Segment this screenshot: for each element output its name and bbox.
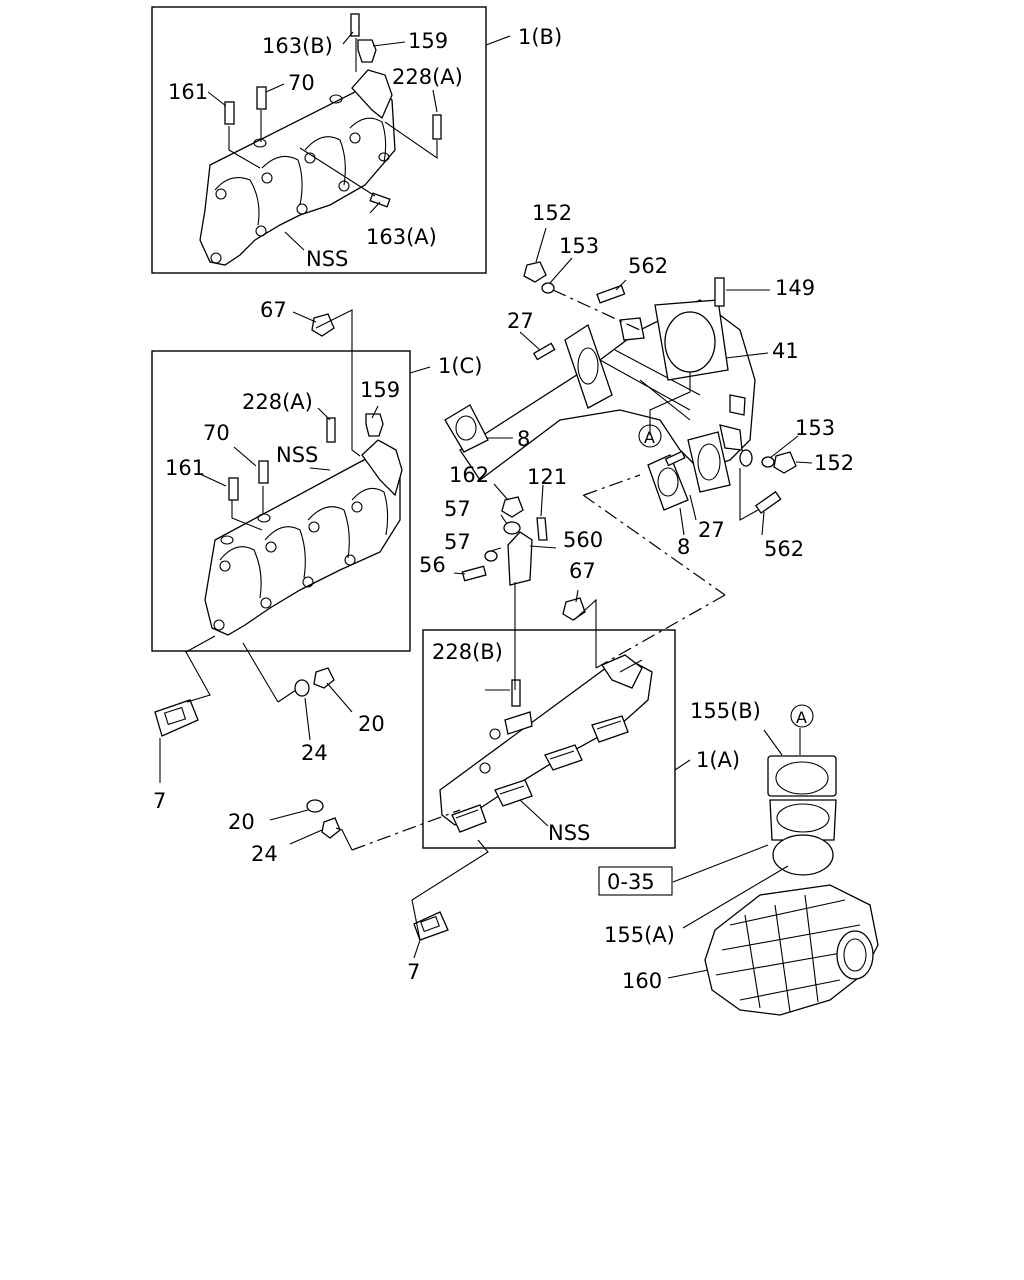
label-ref-a-lower: A: [796, 708, 807, 727]
label-41: 41: [772, 339, 799, 363]
label-121: 121: [527, 465, 567, 489]
label-162: 162: [449, 463, 489, 487]
ref-circle-a-lower: [790, 704, 814, 728]
leader-lines: [159, 31, 813, 979]
label-228a-top: 228(A): [392, 65, 463, 89]
label-149: 149: [775, 276, 815, 300]
ref-circle-a-upper: [638, 424, 662, 448]
callout-labels: 163(B) 159 1(B) 161 70 228(A) 163(A) NSS…: [153, 25, 854, 993]
label-163b: 163(B): [262, 34, 333, 58]
label-67: 67: [260, 298, 287, 322]
ring-155a: [772, 834, 834, 876]
label-159-mid: 159: [360, 378, 400, 402]
gasket-27-flange-lower: [687, 431, 731, 493]
label-228a-mid: 228(A): [242, 390, 313, 414]
centre-lines: [351, 289, 726, 851]
label-228b: 228(B): [432, 640, 503, 664]
label-161-top: 161: [168, 80, 208, 104]
air-duct-160: [704, 884, 879, 1016]
frame-1c: [151, 350, 411, 652]
gasket-27-flange-upper: [564, 323, 613, 409]
label-27-lower: 27: [698, 518, 725, 542]
label-155b: 155(B): [690, 699, 761, 723]
label-8-lower: 8: [677, 535, 690, 559]
label-7-lower: 7: [407, 960, 420, 984]
label-56: 56: [419, 553, 446, 577]
manifold-1a: [439, 654, 653, 833]
label-nss-mid: NSS: [276, 443, 318, 467]
label-24-lower: 24: [251, 842, 278, 866]
label-1c: 1(C): [438, 354, 482, 378]
throttle-adapter-155b: [767, 755, 837, 841]
manifold-1b: [199, 69, 396, 266]
label-67-lower: 67: [569, 559, 596, 583]
label-562: 562: [628, 254, 668, 278]
label-7-left: 7: [153, 789, 166, 813]
manifold-1c: [204, 439, 403, 636]
label-57-a: 57: [444, 497, 471, 521]
gasket-8-lower: [647, 454, 689, 511]
label-153-right: 153: [795, 416, 835, 440]
frame-1b: [151, 6, 487, 274]
label-nss-lower: NSS: [548, 821, 590, 845]
ref-box-0-35: [598, 866, 673, 896]
label-24: 24: [301, 741, 328, 765]
label-152: 152: [532, 201, 572, 225]
label-160: 160: [622, 969, 662, 993]
label-70-top: 70: [288, 71, 315, 95]
frame-1a: [422, 629, 676, 849]
label-161-mid: 161: [165, 456, 205, 480]
studs-1a: [511, 679, 521, 707]
label-163a: 163(A): [366, 225, 437, 249]
small-hardware: [154, 261, 797, 941]
label-153: 153: [559, 234, 599, 258]
label-ref-a-upper: A: [644, 428, 655, 447]
label-27: 27: [507, 309, 534, 333]
label-1b: 1(B): [518, 25, 562, 49]
label-1a: 1(A): [696, 748, 740, 772]
label-57-b: 57: [444, 530, 471, 554]
label-20-lower: 20: [228, 810, 255, 834]
label-20: 20: [358, 712, 385, 736]
studs-1c: [228, 413, 384, 501]
studs-1b: [224, 13, 442, 208]
label-8: 8: [517, 427, 530, 451]
label-560: 560: [563, 528, 603, 552]
label-70-mid: 70: [203, 421, 230, 445]
gasket-8-upper: [444, 404, 489, 453]
label-562-lower: 562: [764, 537, 804, 561]
label-0-35: 0-35: [607, 870, 655, 894]
label-155a: 155(A): [604, 923, 675, 947]
label-159-top: 159: [408, 29, 448, 53]
label-nss-top: NSS: [306, 247, 348, 271]
label-152-right: 152: [814, 451, 854, 475]
